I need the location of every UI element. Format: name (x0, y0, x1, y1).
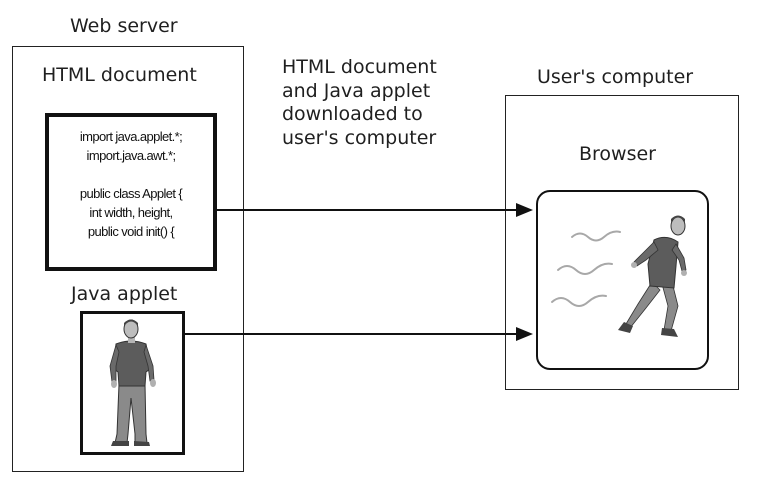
caption-line: downloaded to (282, 103, 423, 125)
html-document-code-box: import java.applet.*; import.java.awt.*;… (45, 113, 217, 271)
motion-lines-icon (551, 230, 621, 307)
web-server-box (12, 46, 244, 472)
users-computer-title: User's computer (537, 66, 694, 88)
html-document-label: HTML document (42, 64, 197, 86)
download-caption: HTML document and Java applet downloaded… (282, 56, 437, 150)
caption-line: user's computer (282, 126, 437, 149)
browser-window (536, 190, 709, 370)
caption-line: and Java applet (282, 79, 431, 102)
caption-line: HTML document (282, 56, 437, 78)
arrow-applet-to-browser (185, 327, 533, 341)
users-computer-box (505, 95, 739, 390)
arrow-html-to-browser (217, 203, 533, 217)
java-applet-box (80, 311, 185, 455)
web-server-title: Web server (70, 15, 178, 37)
code-line: public void init() { (87, 224, 175, 239)
running-applet-view (551, 215, 687, 337)
java-applet-label: Java applet (71, 283, 178, 305)
code-line: int width, height, (89, 205, 173, 220)
code-line: import java.applet.*; (79, 129, 183, 144)
code-line: public class Applet { (79, 186, 183, 201)
standing-person-icon (109, 319, 156, 446)
browser-label: Browser (579, 143, 656, 165)
running-person-icon (618, 215, 687, 337)
code-line: import.java.awt.*; (86, 148, 177, 163)
